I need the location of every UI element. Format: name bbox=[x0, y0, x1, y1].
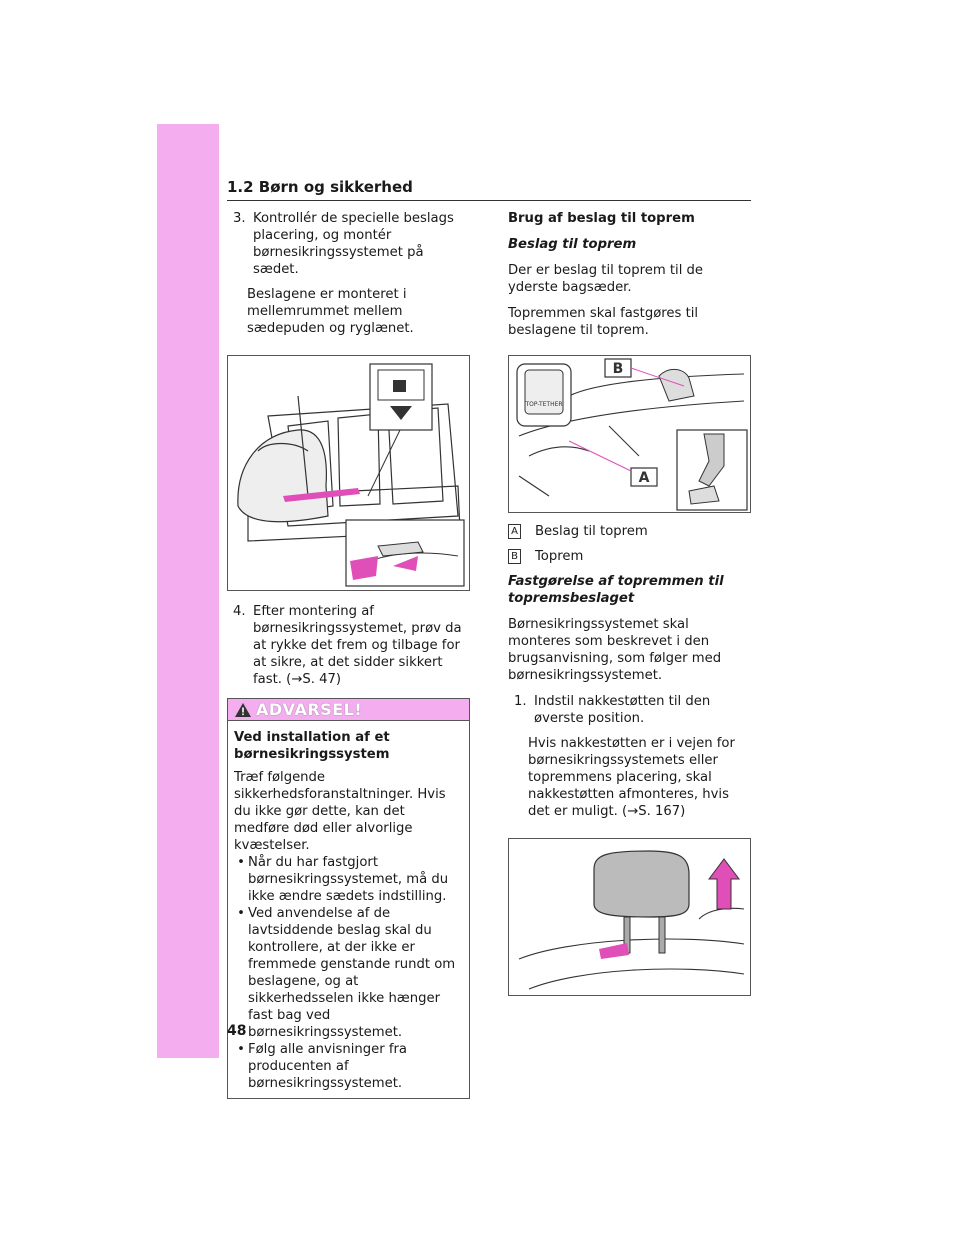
side-color-bar bbox=[157, 124, 219, 1058]
top-tether-text: TOP-TETHER bbox=[524, 401, 562, 408]
step-number: 1. bbox=[514, 694, 527, 709]
insert-arrow-icon bbox=[350, 556, 378, 580]
warning-intro: Træf følgende sikkerhedsforanstaltninger… bbox=[234, 770, 446, 853]
step-4: 4. Efter montering af børnesikringssyste… bbox=[227, 603, 470, 688]
warning-header: ADVARSEL! bbox=[228, 699, 469, 721]
paragraph: Topremmen skal fastgøres til beslagene t… bbox=[508, 306, 699, 338]
child-seat-figure bbox=[227, 355, 470, 591]
warning-title: ADVARSEL! bbox=[256, 700, 363, 719]
step-note: Beslagene er monteret i mellemrummet mel… bbox=[247, 287, 414, 336]
subheading-attach: Fastgørelse af topremmen til topremsbesl… bbox=[508, 574, 724, 606]
left-column: 3. Kontrollér de specielle beslags place… bbox=[227, 210, 470, 1099]
step-text: Kontrollér de specielle beslags placerin… bbox=[253, 211, 454, 277]
latch-arrow-icon bbox=[283, 488, 360, 502]
label-a-badge: A bbox=[508, 524, 521, 539]
step-text: Efter montering af børnesikringssystemet… bbox=[253, 604, 462, 687]
step-number: 3. bbox=[233, 211, 246, 226]
step-note: Hvis nakkestøtten er i vejen for børnesi… bbox=[528, 736, 735, 819]
label-a-description: Beslag til toprem bbox=[535, 524, 648, 539]
headrest-icon bbox=[593, 850, 690, 918]
warning-heading: Ved installation af et børnesikringssyst… bbox=[234, 730, 390, 762]
label-b-badge: B bbox=[508, 549, 521, 564]
subheading-top-tether: Beslag til toprem bbox=[508, 237, 637, 252]
step-number: 4. bbox=[233, 604, 246, 619]
label-b-description: Toprem bbox=[535, 549, 584, 564]
warning-body: Ved installation af et børnesikringssyst… bbox=[228, 721, 469, 1098]
up-arrow-icon bbox=[708, 858, 740, 910]
warning-bullet: •Følg alle anvisninger fra producenten a… bbox=[237, 1042, 407, 1091]
warning-box: ADVARSEL! Ved installation af et børnesi… bbox=[227, 698, 470, 1099]
label-row-b: B Toprem bbox=[508, 548, 751, 565]
warning-bullet: •Når du har fastgjort børnesikringssyste… bbox=[237, 855, 449, 904]
warning-bullet: •Ved anvendelse af de lavtsiddende besla… bbox=[237, 906, 456, 1040]
section-header: 1.2 Børn og sikkerhed bbox=[227, 178, 413, 196]
step-text: Indstil nakkestøtten til den øverste pos… bbox=[534, 694, 711, 726]
header-rule bbox=[227, 200, 751, 201]
page-number: 48 bbox=[227, 1023, 247, 1039]
label-b-text: B bbox=[613, 361, 624, 377]
warning-triangle-icon bbox=[235, 702, 251, 717]
label-a-text: A bbox=[639, 470, 650, 486]
section-heading: Brug af beslag til toprem bbox=[508, 211, 695, 226]
label-row-a: A Beslag til toprem bbox=[508, 523, 751, 540]
top-tether-illustration: TOP-TETHER B A bbox=[516, 358, 748, 511]
paragraph: Børnesikringssystemet skal monteres som … bbox=[508, 617, 722, 683]
right-column: Brug af beslag til toprem Beslag til top… bbox=[508, 210, 751, 996]
step-3: 3. Kontrollér de specielle beslags place… bbox=[227, 210, 470, 278]
headrest-illustration bbox=[518, 850, 745, 990]
step-1: 1. Indstil nakkestøtten til den øverste … bbox=[508, 693, 751, 727]
label-a-icon bbox=[630, 467, 658, 487]
paragraph: Der er beslag til toprem til de yderste … bbox=[508, 263, 704, 295]
child-seat-illustration bbox=[237, 363, 465, 587]
top-tether-figure: TOP-TETHER B A bbox=[508, 355, 751, 513]
headrest-figure bbox=[508, 838, 751, 996]
release-arrow-icon bbox=[599, 943, 629, 959]
